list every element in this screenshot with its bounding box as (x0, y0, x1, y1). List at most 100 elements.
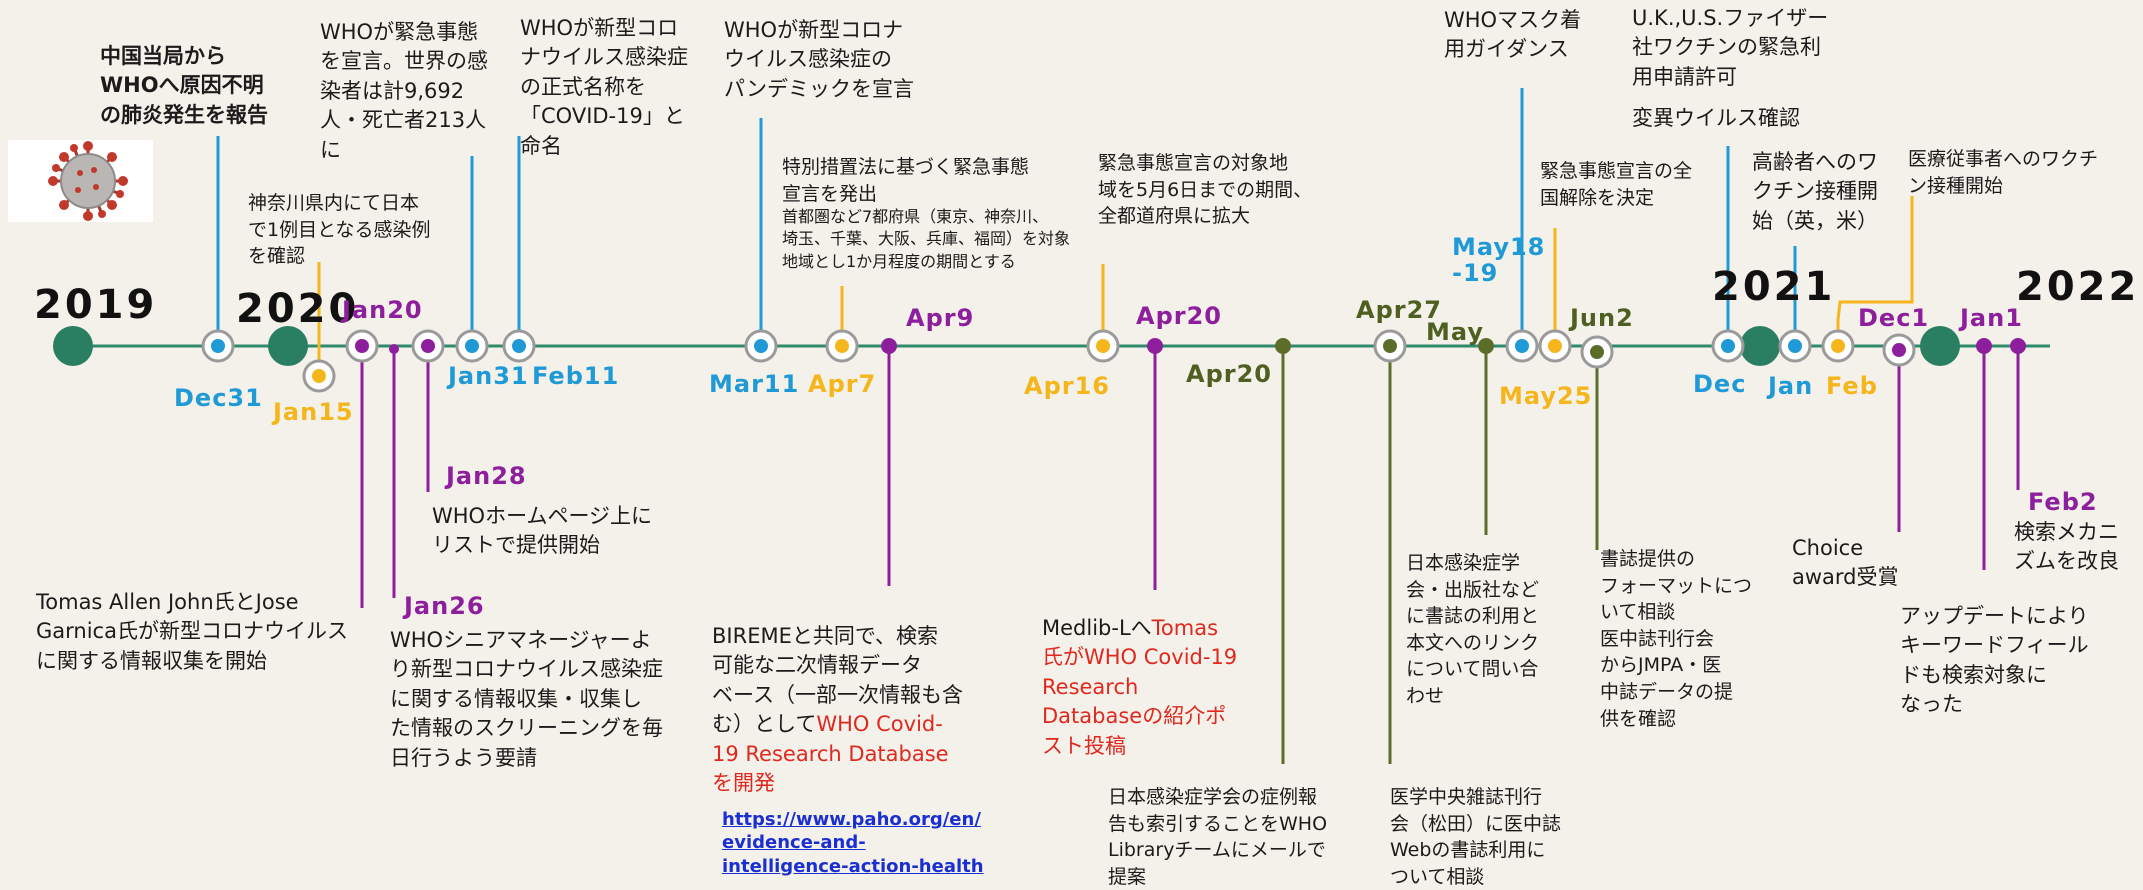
event-text-line: で1例目となる感染例 (248, 218, 431, 241)
date-label-apr27: Apr27 (1356, 296, 1442, 324)
event-text-line: 宣言を発出 (782, 182, 878, 205)
paho-link[interactable]: https://www.paho.org/en/ evidence-and- i… (722, 808, 984, 878)
event-text-line: り新型コロナウイルス感染症 (390, 657, 663, 682)
coronavirus-image (8, 140, 153, 222)
event-highlight-text: 氏がWHO Covid-19 (1042, 645, 1238, 670)
event-text-line: WHOが新型コロナ (724, 18, 904, 42)
date-label-feb2: Feb2 (2028, 488, 2098, 516)
event-text-line: 提案 (1108, 865, 1147, 888)
event-keyword-update: アップデートにより キーワードフィール ドも検索対象に なった (1900, 602, 2089, 720)
event-text-line: WHOシニアマネージャーよ (390, 628, 652, 652)
event-expand-emergency: 緊急事態宣言の対象地 域を5月6日までの期間、 全都道府県に拡大 (1098, 150, 1312, 230)
year-label-2020: 2020 (236, 286, 360, 332)
event-text-line: パンデミックを宣言 (724, 76, 915, 101)
event-text-line: 全都道府県に拡大 (1098, 205, 1251, 228)
date-label-jan31: Jan31 (448, 362, 529, 390)
connector-feb2021 (1836, 196, 1914, 346)
event-jsid-publishers: 日本感染症学 会・出版社など に書誌の利用と 本文へのリンク について問い合 わ… (1406, 550, 1539, 710)
marker-mar11 (744, 329, 778, 363)
event-text-line: ベース（一部一次情報も含 (712, 682, 963, 707)
marker-feb2021 (1821, 329, 1855, 363)
event-text-line: アップデートにより (1900, 604, 2089, 628)
event-text-line: の肺炎発生を報告 (100, 102, 268, 127)
event-text-line: 供を確認 (1600, 707, 1677, 730)
event-text-line: 国解除を決定 (1540, 186, 1655, 209)
event-text-line: の正式名称を (520, 74, 646, 99)
date-label-jan28: Jan28 (446, 462, 527, 490)
event-text-line: 日本感染症学 (1406, 552, 1521, 574)
event-text-line: 用申請許可 (1632, 64, 1737, 89)
date-label-may18: May18 -19 (1452, 234, 1545, 287)
date-label-apr20-olive: Apr20 (1186, 360, 1272, 388)
date-label-may25: May25 (1499, 382, 1593, 410)
event-text-line: 日本感染症学会の症例報 (1108, 786, 1318, 808)
event-text-line: 告も索引することをWHO (1108, 812, 1328, 835)
event-text-line: に関する情報収集を開始 (36, 648, 267, 673)
event-text-line: 書誌提供の (1600, 548, 1696, 570)
year-marker-2020 (268, 326, 308, 366)
marker-jan1-2022 (1976, 338, 1992, 354)
event-search-improve: 検索メカニ ズムを改良 (2014, 518, 2119, 577)
marker-jan2021 (1778, 329, 1812, 363)
event-text-line: 緊急事態宣言の対象地 (1098, 152, 1289, 174)
marker-dec31 (201, 329, 235, 363)
year-marker-2019 (53, 326, 93, 366)
event-text-line: 会（松田）に医中誌 (1390, 812, 1562, 835)
event-text-line: からJMPA・医 (1600, 654, 1722, 677)
event-bireme-database: BIREMEと共同で、検索 可能な二次情報データ ベース（一部一次情報も含 む）… (712, 622, 963, 798)
date-label-dec31: Dec31 (174, 384, 263, 412)
event-text-line: いて相談 (1600, 601, 1676, 624)
event-text-line: 始（英，米） (1752, 208, 1878, 233)
marker-may25 (1538, 329, 1572, 363)
event-text-line: 命名 (520, 133, 562, 158)
event-text-line: 域を5月6日までの期間、 (1098, 178, 1313, 201)
date-label-jan1: Jan1 (1960, 304, 2023, 332)
date-label-may18-line2: -19 (1452, 259, 1499, 288)
event-text-line: WHOホームページ上に (432, 504, 653, 528)
event-text-line: 地域とし1か月程度の期間とする (782, 251, 1016, 271)
event-text-line: ドも検索対象に (1900, 662, 2047, 687)
link-text-line[interactable]: evidence-and- (722, 832, 866, 854)
marker-apr9 (881, 338, 897, 354)
date-label-may18-line1: May18 (1452, 233, 1546, 261)
date-label-dec: Dec (1693, 370, 1747, 398)
event-highlight-text: Research (1042, 674, 1139, 699)
year-marker-2022 (1920, 326, 1960, 366)
marker-apr16 (1086, 329, 1120, 363)
marker-apr20-purple (1147, 338, 1163, 354)
event-format-consult: 書誌提供の フォーマットにつ いて相談 医中誌刊行会 からJMPA・医 中誌デー… (1600, 546, 1752, 732)
event-highlight-text: Tomas (1151, 616, 1219, 640)
event-text-line: Libraryチームにメールで (1108, 839, 1326, 862)
event-text-line: 可能な二次情報データ (712, 653, 922, 678)
marker-feb2 (2010, 338, 2026, 354)
marker-may18 (1505, 329, 1539, 363)
year-label-2022: 2022 (2016, 264, 2140, 310)
marker-jun2 (1580, 335, 1614, 369)
event-text-line: 医中誌刊行会 (1600, 627, 1715, 650)
event-text-line: リストで提供開始 (432, 533, 600, 558)
event-china-report: 中国当局から WHOへ原因不明 の肺炎発生を報告 (100, 42, 268, 130)
event-pfizer-authorization: U.K.,U.S.ファイザー 社ワクチンの緊急利 用申請許可 (1632, 4, 1828, 92)
event-text-line: ズムを改良 (2014, 549, 2119, 574)
event-highlight-text: を開発 (712, 770, 775, 795)
event-text-line: 本文へのリンク (1406, 631, 1540, 654)
event-mask-guidance: WHOマスク着 用ガイダンス (1444, 6, 1581, 65)
event-text-line: WHOが新型コロ (520, 16, 679, 40)
event-text-line: について問い合 (1406, 658, 1539, 681)
event-text-line: 医療従事者へのワクチ (1908, 148, 2099, 170)
link-text-line[interactable]: intelligence-action-health (722, 855, 984, 877)
marker-feb11 (502, 329, 536, 363)
link-text-line[interactable]: https://www.paho.org/en/ (722, 809, 981, 830)
event-igaku-consult: 医学中央雑誌刊行 会（松田）に医中誌 Webの書誌利用に ついて相談 (1390, 784, 1561, 890)
event-text-line: ウイルス感染症の (724, 47, 892, 72)
event-pandemic: WHOが新型コロナ ウイルス感染症の パンデミックを宣言 (724, 16, 914, 104)
date-label-apr9: Apr9 (906, 304, 975, 332)
event-text-line: Tomas Allen John氏とJose (36, 590, 299, 614)
event-text-line: 「COVID-19」と (520, 104, 685, 129)
date-label-apr16: Apr16 (1024, 372, 1110, 400)
event-text-line: 検索メカニ (2014, 520, 2119, 544)
event-text-line: に関する情報収集・収集し (390, 686, 642, 711)
event-text-line: 医学中央雑誌刊行 (1390, 786, 1543, 808)
event-medlib-post: Medlib-LへTomas 氏がWHO Covid-19 Research D… (1042, 614, 1237, 761)
